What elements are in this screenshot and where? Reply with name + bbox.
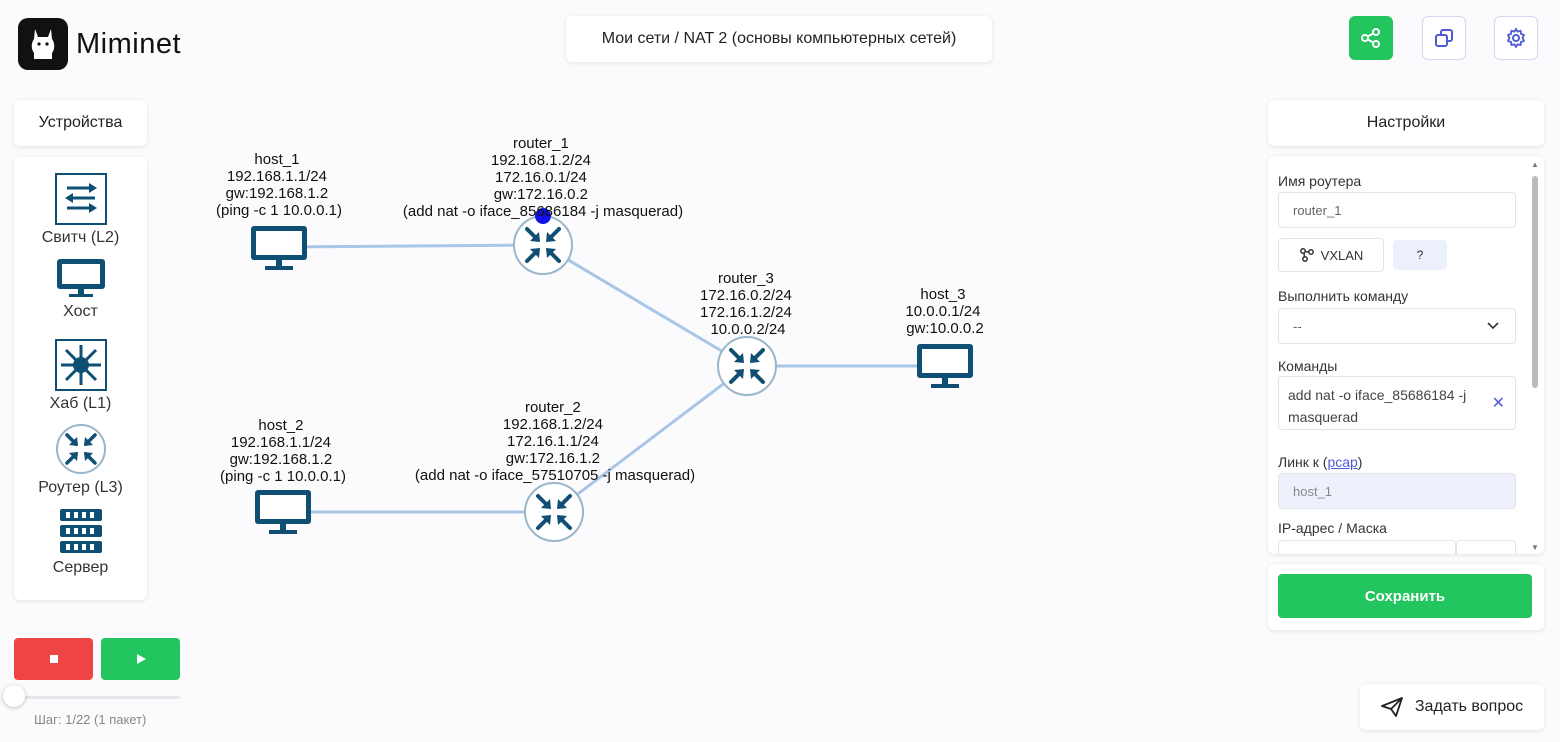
router-2-label: router_2 192.168.1.2/24 172.16.1.1/24 gw… bbox=[415, 399, 695, 484]
run-command-select[interactable]: -- bbox=[1278, 308, 1516, 344]
router-1-label: router_1 192.168.1.2/24 172.16.0.1/24 gw… bbox=[403, 135, 683, 220]
copy-button[interactable] bbox=[1422, 16, 1466, 60]
link-router1-router3[interactable] bbox=[542, 243, 748, 368]
ask-question-label: Задать вопрос bbox=[1414, 698, 1524, 715]
devices-list: Свитч (L2) Хост Хаб (L1) bbox=[14, 157, 147, 600]
hub-icon bbox=[54, 339, 107, 391]
network-nodes-icon bbox=[1299, 248, 1314, 262]
devices-title-text: Устройства bbox=[38, 114, 123, 131]
device-label: Свитч (L2) bbox=[41, 229, 120, 246]
host-1-label: host_1 192.168.1.1/24 gw:192.168.1.2 (pi… bbox=[216, 151, 342, 219]
node-host-1[interactable] bbox=[251, 226, 307, 270]
run-command-value: -- bbox=[1293, 318, 1302, 334]
device-hub[interactable]: Хаб (L1) bbox=[14, 339, 147, 413]
ask-question-button[interactable]: Задать вопрос bbox=[1360, 684, 1544, 730]
router-name-input[interactable]: router_1 bbox=[1278, 192, 1516, 228]
vxlan-button[interactable]: VXLAN bbox=[1278, 238, 1384, 272]
link-label-prefix: Линк к ( bbox=[1278, 454, 1328, 470]
host-icon bbox=[56, 259, 105, 297]
device-label: Роутер (L3) bbox=[38, 479, 123, 496]
remove-command-icon[interactable]: ✕ bbox=[1491, 395, 1505, 412]
network-canvas[interactable]: host_1 192.168.1.1/24 gw:192.168.1.2 (pi… bbox=[160, 80, 1060, 580]
settings-button[interactable] bbox=[1494, 16, 1538, 60]
link-target-field: host_1 bbox=[1278, 473, 1516, 509]
router-icon bbox=[55, 424, 106, 474]
app-logo[interactable]: Miminet bbox=[18, 18, 181, 70]
device-host[interactable]: Хост bbox=[14, 257, 147, 321]
breadcrumb-text: Мои сети / NAT 2 (основы компьютерных се… bbox=[601, 30, 957, 47]
ip-mask-label: IP-адрес / Маска bbox=[1278, 520, 1387, 536]
settings-form: Имя роутера router_1 VXLAN ? Выполнить к… bbox=[1268, 156, 1544, 554]
packet-dot bbox=[535, 208, 551, 224]
play-icon bbox=[136, 654, 146, 664]
send-icon bbox=[1380, 697, 1403, 717]
link-label: Линк к (pcap) bbox=[1278, 454, 1362, 470]
scroll-up-icon[interactable]: ▲ bbox=[1531, 160, 1539, 169]
router-3-label: router_3 172.16.0.2/24 172.16.1.2/24 10.… bbox=[700, 270, 796, 338]
app-name: Miminet bbox=[76, 27, 182, 60]
play-button[interactable] bbox=[101, 638, 180, 680]
devices-panel-title: Устройства bbox=[14, 100, 147, 146]
step-slider-track[interactable] bbox=[14, 696, 180, 699]
run-command-label: Выполнить команду bbox=[1278, 288, 1409, 304]
node-host-2[interactable] bbox=[255, 490, 311, 534]
vxlan-label: VXLAN bbox=[1320, 247, 1364, 263]
breadcrumb: Мои сети / NAT 2 (основы компьютерных се… bbox=[566, 16, 992, 62]
save-button[interactable]: Сохранить bbox=[1278, 574, 1532, 618]
ip-address-input[interactable] bbox=[1278, 540, 1456, 554]
links bbox=[279, 243, 945, 514]
command-text: add nat -o iface_85686184 -j masquerad bbox=[1288, 387, 1467, 425]
node-router-1[interactable] bbox=[513, 215, 573, 275]
node-host-3[interactable] bbox=[917, 344, 973, 388]
router-name-label: Имя роутера bbox=[1278, 173, 1362, 189]
node-router-3[interactable] bbox=[717, 336, 777, 396]
pcap-link[interactable]: pcap bbox=[1327, 454, 1358, 470]
host-2-label: host_2 192.168.1.1/24 gw:192.168.1.2 (pi… bbox=[220, 417, 346, 485]
settings-scrollbar[interactable]: ▲ ▼ bbox=[1530, 160, 1540, 552]
link-router2-router3[interactable] bbox=[553, 364, 748, 514]
scroll-down-icon[interactable]: ▼ bbox=[1531, 543, 1539, 552]
link-host1-router1[interactable] bbox=[279, 243, 544, 249]
host-3-label: host_3 10.0.0.1/24 gw:10.0.0.2 bbox=[905, 286, 984, 337]
commands-label: Команды bbox=[1278, 358, 1338, 374]
stop-button[interactable] bbox=[14, 638, 93, 680]
mask-input[interactable] bbox=[1456, 540, 1516, 554]
device-server[interactable]: Сервер bbox=[14, 507, 147, 577]
link-target-value: host_1 bbox=[1293, 483, 1333, 499]
device-router[interactable]: Роутер (L3) bbox=[14, 423, 147, 497]
cat-logo-icon bbox=[18, 18, 68, 70]
save-container: Сохранить bbox=[1268, 564, 1544, 630]
share-icon bbox=[1361, 28, 1380, 48]
help-button[interactable]: ? bbox=[1393, 240, 1447, 270]
node-router-2[interactable] bbox=[524, 482, 584, 542]
settings-panel-title: Настройки bbox=[1268, 100, 1544, 146]
help-label: ? bbox=[1416, 248, 1424, 262]
save-label: Сохранить bbox=[1364, 587, 1446, 605]
device-switch[interactable]: Свитч (L2) bbox=[14, 173, 147, 247]
device-label: Сервер bbox=[52, 559, 109, 576]
copy-icon bbox=[1435, 29, 1453, 47]
step-slider-handle[interactable] bbox=[3, 685, 25, 707]
scroll-thumb[interactable] bbox=[1532, 176, 1538, 388]
router-name-value: router_1 bbox=[1293, 202, 1342, 218]
share-button[interactable] bbox=[1349, 16, 1393, 60]
stop-icon bbox=[49, 655, 58, 663]
link-label-suffix: ) bbox=[1357, 454, 1363, 470]
gear-icon bbox=[1507, 28, 1525, 48]
device-label: Хаб (L1) bbox=[49, 395, 112, 412]
device-label: Хост bbox=[63, 303, 98, 320]
settings-title-text: Настройки bbox=[1366, 114, 1446, 131]
command-entry: add nat -o iface_85686184 -j masquerad ✕ bbox=[1278, 376, 1516, 430]
switch-icon bbox=[54, 173, 107, 225]
server-icon bbox=[59, 509, 102, 553]
chevron-down-icon bbox=[1487, 322, 1499, 330]
step-counter: Шаг: 1/22 (1 пакет) bbox=[34, 712, 147, 727]
